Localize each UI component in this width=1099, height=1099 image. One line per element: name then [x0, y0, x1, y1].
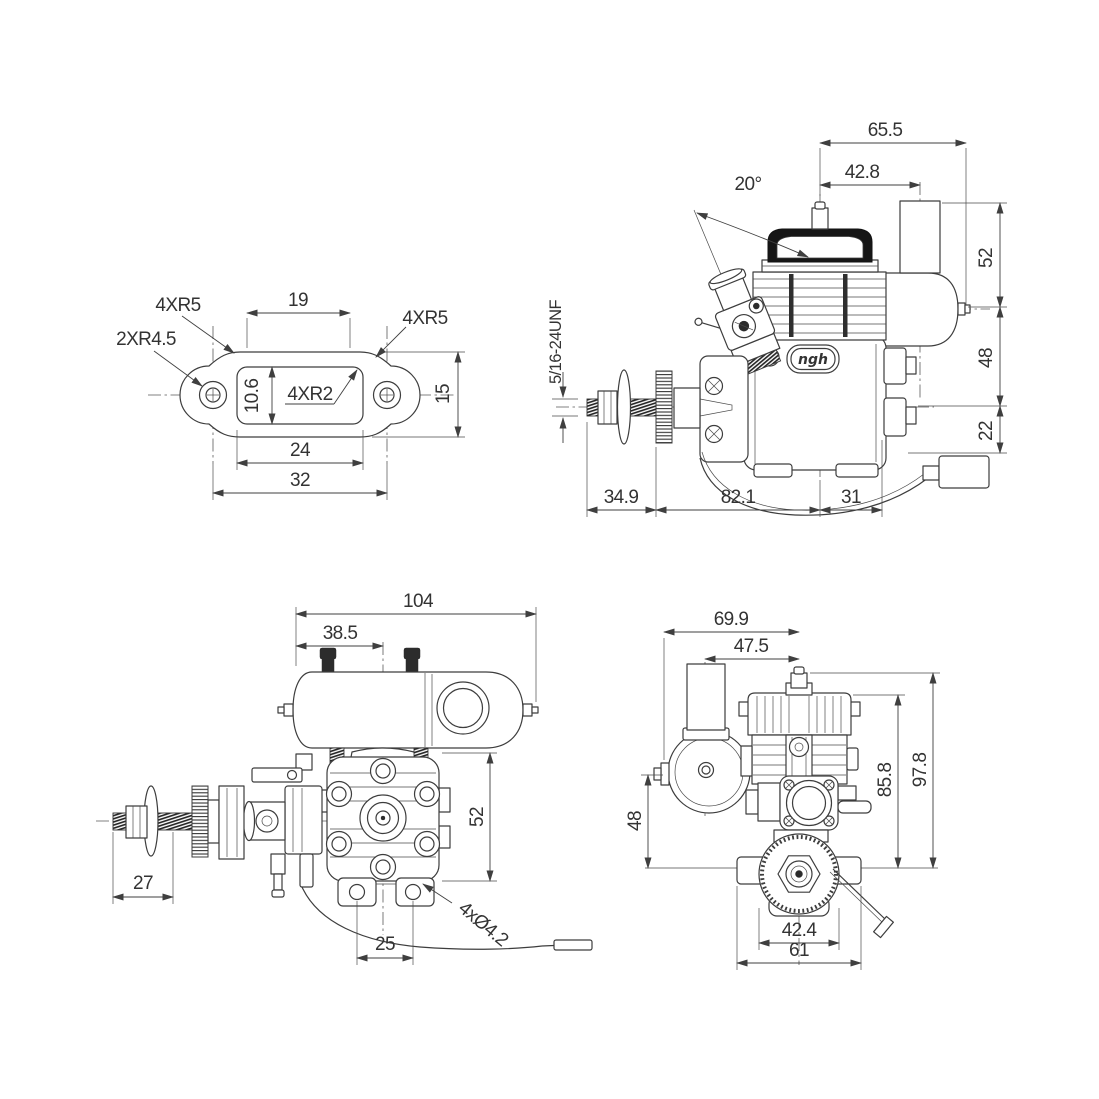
cylinder-side	[752, 201, 887, 341]
carburetor-front	[745, 775, 872, 843]
carburetor-left	[242, 753, 323, 898]
dim-muffler-offset: 69.9	[714, 609, 749, 630]
dim-cylinder-to-rear: 31	[841, 487, 861, 508]
carb-screws	[783, 779, 835, 827]
drive-hub	[673, 387, 701, 429]
ignition-wire-left	[301, 886, 593, 951]
dim-radius-corners-right: 4XR5	[402, 308, 447, 329]
dim-plate-height: 15	[433, 384, 454, 404]
dim-carb-angle: 20°	[735, 174, 762, 195]
mount-hole-right	[404, 883, 422, 901]
cylinder-head-rear	[316, 756, 451, 907]
dim-mount-width: 61	[789, 940, 809, 961]
mount-hole-left	[348, 883, 366, 901]
choke-lever	[694, 317, 703, 326]
dim-shaft-thread-length: 27	[133, 873, 153, 894]
sensor-probe	[553, 939, 593, 951]
ignition-connector	[938, 455, 990, 489]
nut-left	[125, 805, 148, 839]
dim-overall-length: 104	[403, 591, 434, 612]
dim-slot-width: 24	[290, 440, 311, 461]
dim-radius-mount-holes: 2XR4.5	[116, 329, 176, 350]
drive-washer-serrated	[655, 370, 673, 444]
muffler-front	[653, 663, 751, 814]
spark-plug	[811, 207, 829, 230]
prop-shaft-left	[112, 785, 245, 860]
dim-mount-holes: 4xØ4.2	[454, 898, 512, 951]
fin-crown	[747, 692, 852, 736]
prop-washer-disc	[616, 369, 632, 445]
pushrod-end	[873, 915, 894, 939]
dim-muffler-to-cylinder-center: 38.5	[323, 623, 358, 644]
dim-hole-spacing: 32	[290, 470, 310, 491]
serrated-washer-left	[191, 785, 209, 858]
mount-lug-upper	[883, 347, 907, 385]
spark-plug-front	[790, 672, 808, 689]
ignition-wire-side	[699, 451, 990, 516]
dim-overall-height: 97.8	[910, 753, 931, 788]
view-gasket: 19 10.6 15 24 32 4XR5 4XR5 2XR4.5 4XR2	[116, 290, 465, 500]
dim-cylinder-height: 85.8	[875, 763, 896, 798]
view-engine-top-muffler: 104 38.5 52 27 25 4xØ4.2	[96, 591, 593, 965]
dim-muffler-axis-height: 48	[625, 811, 646, 831]
logo-badge	[786, 344, 840, 374]
dim-slot-top-width: 19	[288, 290, 308, 311]
angle-arc	[696, 212, 809, 258]
crankcase-front	[736, 833, 894, 939]
choke-knob	[837, 800, 872, 814]
dim-radius-inner-corners: 4XR2	[287, 384, 332, 405]
dim-crank-to-pipe-center: 42.8	[845, 162, 880, 183]
crank-nose	[699, 398, 733, 417]
dim-hub-width: 42.4	[782, 920, 818, 941]
dim-prop-thread: 5/16-24UNF	[547, 300, 565, 384]
dim-crank-to-muffler-end: 65.5	[868, 120, 903, 141]
muffler-inlet-pipe	[899, 200, 941, 274]
dim-mount-hole-spacing: 25	[375, 934, 395, 955]
view-engine-front: 69.9 47.5 97.8 85.8 48 42.4 61	[625, 609, 940, 970]
dim-crank-to-mount: 22	[976, 421, 997, 441]
dim-pipe-top-to-muffler-axis: 52	[976, 248, 997, 268]
cylinder-front	[738, 666, 861, 785]
muffler-body	[879, 272, 959, 347]
prop-nut	[597, 390, 618, 425]
muffler-end-bolt	[964, 304, 971, 314]
dim-radius-corners-left: 4XR5	[155, 295, 200, 316]
throttle-pushrod	[832, 868, 887, 921]
view-engine-side: ngh	[547, 120, 1007, 517]
dim-prop-shaft-length: 34.9	[604, 487, 639, 508]
dim-shaft-to-cylinder: 82.1	[721, 487, 756, 508]
fuel-nipple	[270, 853, 286, 875]
muffler-side	[879, 200, 971, 347]
head-bolts	[325, 757, 441, 881]
prop-shaft-side	[586, 355, 749, 463]
mount-lug-lower	[883, 397, 907, 437]
muffler-pipe-front	[686, 663, 726, 731]
front-housing	[699, 355, 749, 463]
exhaust-flange-front	[740, 745, 753, 777]
venturi	[785, 779, 833, 827]
dim-slot-height: 10.6	[242, 379, 263, 414]
muffler-outlet	[436, 681, 490, 735]
hub-disc-left	[218, 785, 245, 860]
dim-head-width: 52	[467, 807, 488, 827]
dim-muffler-axis-to-crank: 48	[976, 348, 997, 368]
carb-body-left	[284, 785, 323, 855]
dim-muffler-center-offset: 47.5	[734, 636, 769, 657]
brand-logo: ngh	[798, 352, 828, 368]
